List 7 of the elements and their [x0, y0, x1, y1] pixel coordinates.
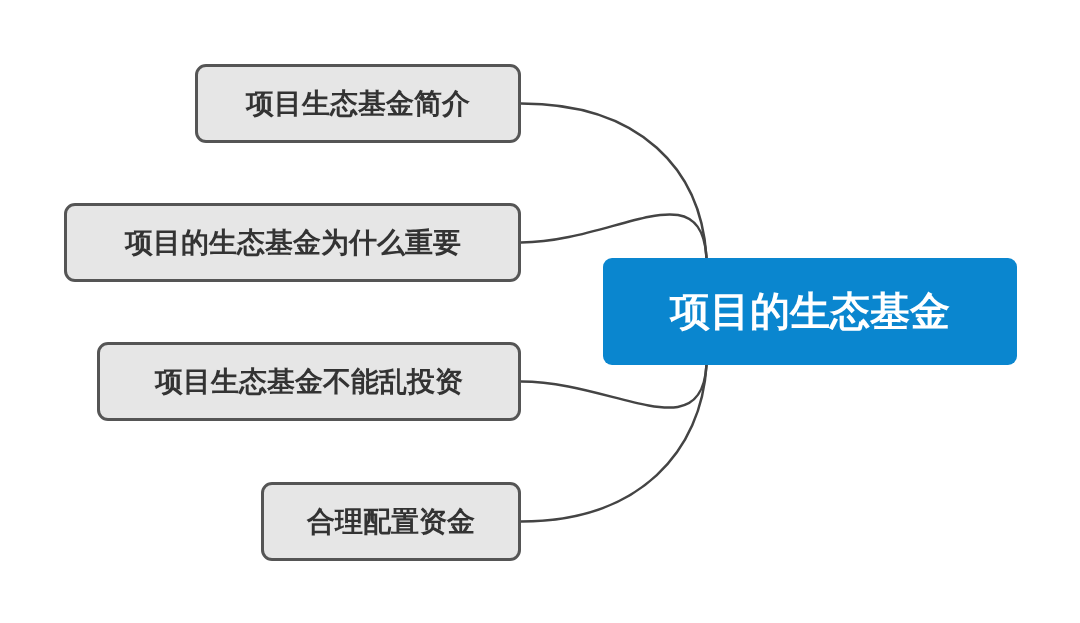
topic-box: 项目的生态基金为什么重要 — [64, 203, 521, 282]
connector-line — [520, 213, 708, 259]
central-topic-box: 项目的生态基金 — [603, 258, 1017, 365]
connector-line — [520, 364, 708, 523]
topic-box: 项目生态基金不能乱投资 — [97, 342, 521, 421]
topic-box: 合理配置资金 — [261, 482, 521, 561]
topic-box: 项目生态基金简介 — [195, 64, 521, 143]
